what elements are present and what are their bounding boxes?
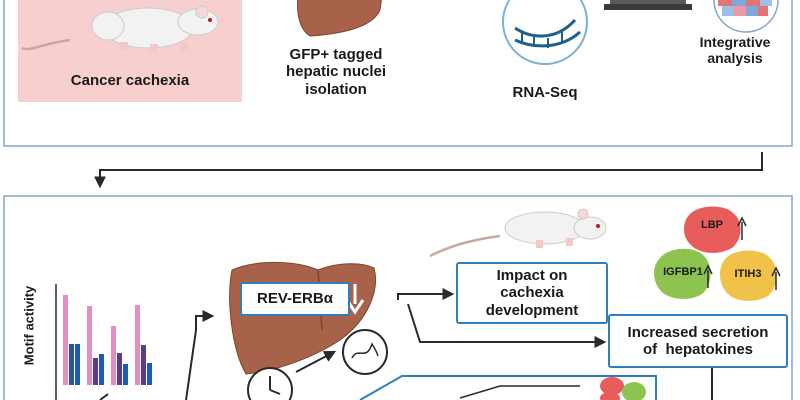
dna-icon [502,0,588,65]
igfbp1-label: IGFBP1 [663,266,703,278]
lower-box-edge [359,375,657,400]
clock-arrow [295,350,337,373]
itih3-label: ITIH3 [734,268,762,280]
heatmap-icon [713,0,779,33]
liver-icon [297,0,382,37]
clock-icon [342,329,388,375]
lbp-label: LBP [701,219,723,231]
lbp-small-blob [600,377,624,395]
arrow-up-icon [703,264,713,288]
impact-arrow [397,288,455,300]
secretion-box: Increased secretion of hepatokines [608,314,788,368]
impact-box: Impact on cachexia development [456,262,608,324]
motif-chart [55,284,152,400]
arrow-up-icon [771,266,781,290]
panel-connector-arrow [94,152,763,189]
itih3-blob [720,250,777,301]
rnaseq-label: RNA-Seq [512,84,578,101]
laptop-icon [604,0,692,10]
rev-erb-box: REV-ERBα [240,282,350,316]
chart-to-liver-arrow [185,310,215,400]
y-axis-label: Motif activity [21,285,37,366]
mouse-icon [429,208,607,258]
arrow-up-icon [737,216,747,240]
lbp-blob [684,206,741,253]
igfbp1-small-blob [622,382,646,400]
igfbp1-blob [654,248,711,299]
clock-icon [247,367,293,400]
gfp-isolation-label: GFP+ tagged hepatic nuclei isolation [285,46,387,98]
secretion-arrow [407,303,607,348]
integrative-label: Integrative analysis [699,34,771,67]
mouse-icon [21,5,219,52]
cachexia-label: Cancer cachexia [70,72,190,89]
